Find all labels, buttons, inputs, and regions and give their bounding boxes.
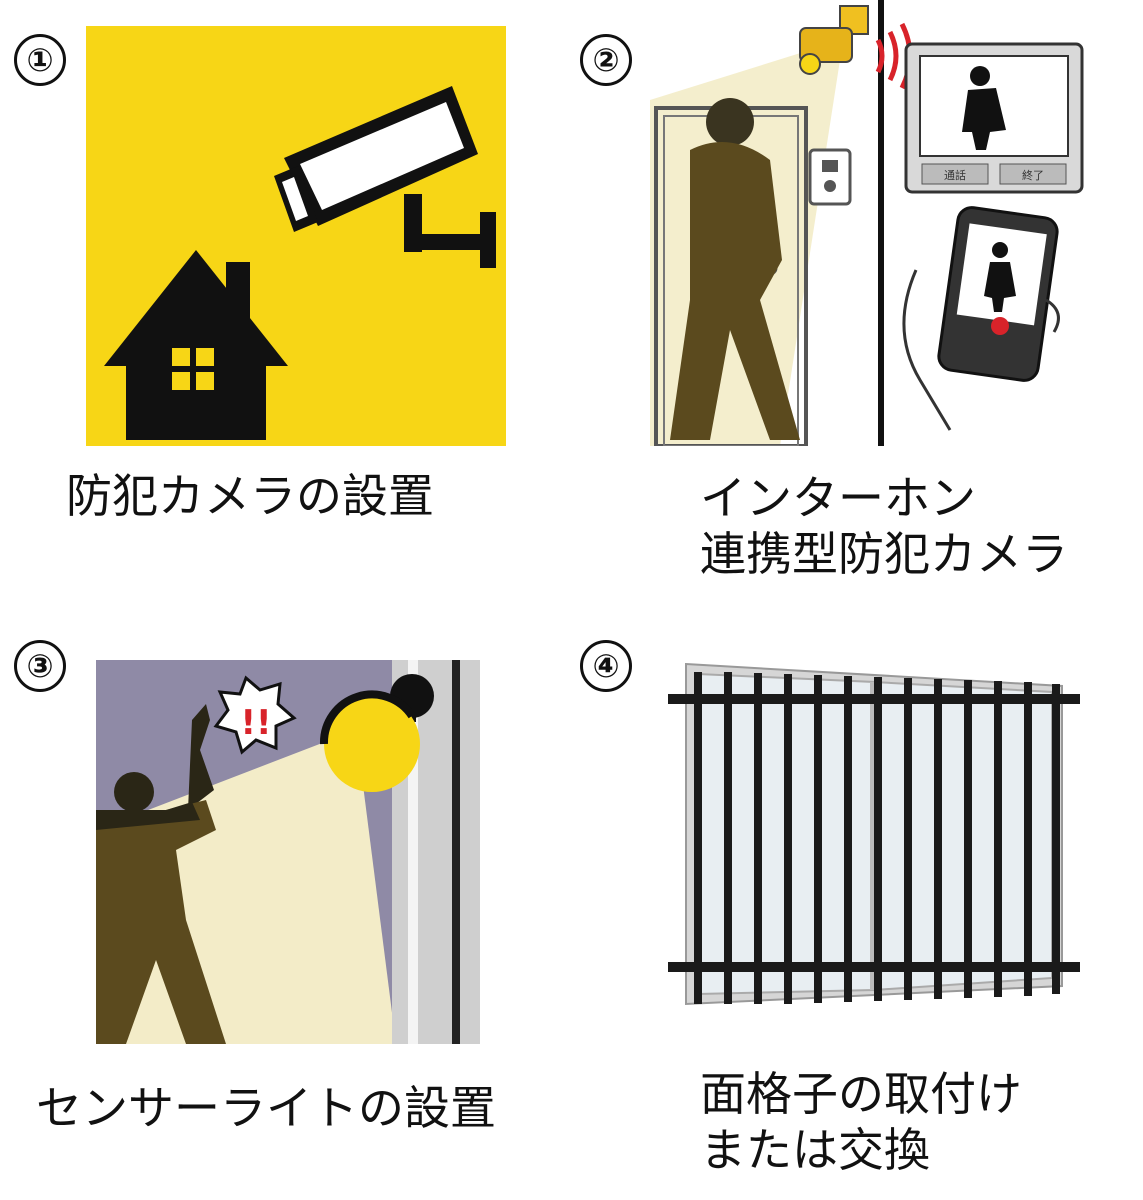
caption-1: 防犯カメラの設置 [66, 469, 434, 523]
alert-text: !! [240, 703, 271, 743]
panel-sensor-light: !! [96, 660, 480, 1044]
item-number-4: ④ [580, 640, 632, 692]
monitor-button-talk: 通話 [944, 168, 966, 182]
panel-security-camera [86, 26, 506, 446]
monitor-button-end: 終了 [1022, 168, 1044, 182]
panel-window-grille [664, 656, 1084, 1016]
house-icon [104, 250, 288, 440]
caption-3: センサーライトの設置 [36, 1081, 496, 1135]
intercom-camera-icon [799, 5, 869, 75]
intruder-silhouette [670, 98, 800, 440]
item-number-3: ③ [14, 640, 66, 692]
caption-4: 面格子の取付け または交換 [700, 1067, 1022, 1177]
security-camera-icon [274, 86, 496, 268]
item-number-2: ② [580, 34, 632, 86]
smartphone-icon [902, 206, 1060, 431]
sensor-light-icon [319, 674, 434, 792]
intruder-silhouette [96, 704, 226, 1044]
caption-2: インターホン 連携型防犯カメラ [700, 471, 1068, 581]
panel-intercom-camera: 通話 終了 [650, 0, 1100, 446]
indoor-monitor: 通話 終了 [904, 42, 1084, 194]
item-number-1: ① [14, 34, 66, 86]
alert-burst-icon: !! [213, 675, 297, 755]
window-grille-icon [668, 662, 1080, 1006]
